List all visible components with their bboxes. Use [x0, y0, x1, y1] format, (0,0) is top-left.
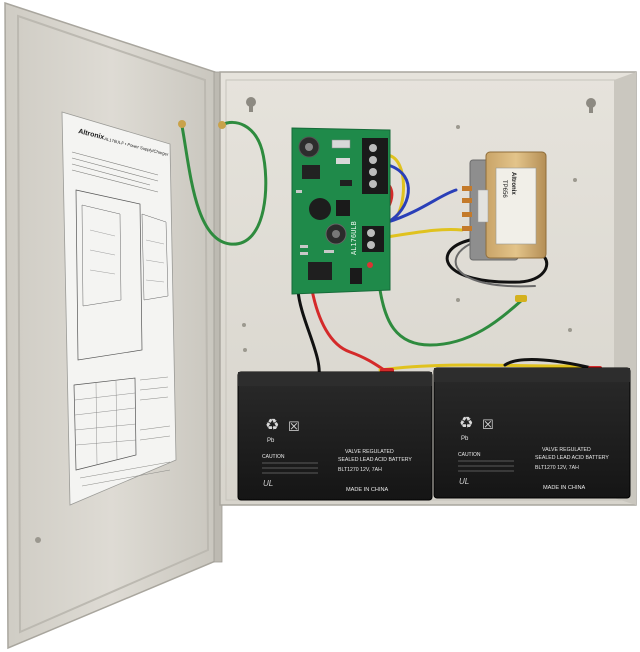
- transformer-model: TP656: [501, 180, 507, 198]
- battery-right-model: BLT1270 12V, 7AH: [535, 465, 579, 471]
- capacitor-mid: [309, 198, 331, 220]
- power-supply-board: AL176ULB: [291, 127, 391, 295]
- battery-left-ul-icon: UL: [263, 479, 273, 488]
- battery-right-recycle-icon: ♻: [459, 413, 473, 432]
- battery-left-pb: Pb: [267, 438, 275, 444]
- door-screw-hole: [35, 537, 41, 543]
- terminal-block-top: [362, 138, 388, 194]
- ground-lug-door: [178, 120, 186, 128]
- battery-left-bin-icon: ☒: [288, 420, 300, 435]
- battery-right-bin-icon: ☒: [482, 418, 494, 433]
- ground-wire: [180, 120, 268, 246]
- transformer-brand: Altronix: [510, 172, 516, 195]
- battery-left-type1: VALVE REGULATED: [345, 449, 394, 455]
- battery-left-origin: MADE IN CHINA: [346, 487, 389, 493]
- battery-left-type2: SEALED LEAD ACID BATTERY: [338, 457, 412, 463]
- battery-right-type2: SEALED LEAD ACID BATTERY: [535, 455, 609, 461]
- fuse: [331, 139, 351, 149]
- transformer: Altronix TP656: [462, 151, 547, 261]
- door-instruction-label: Altronix AL176ULF • Power Supply/Charger: [61, 111, 177, 506]
- heatsink: [336, 200, 350, 216]
- wiring: [296, 153, 607, 382]
- mounting-holes: [242, 125, 577, 352]
- battery-right: ♻ Pb ☒ CAUTION UL VALVE REGULATED SEALED…: [433, 367, 631, 499]
- battery-right-origin: MADE IN CHINA: [543, 485, 586, 491]
- terminal-block-bottom: [362, 226, 384, 252]
- battery-right-ul-icon: UL: [459, 477, 469, 486]
- battery-left-recycle-icon: ♻: [265, 415, 279, 434]
- battery-right-type1: VALVE REGULATED: [542, 447, 591, 453]
- status-led: [367, 262, 373, 268]
- transformer-label: [495, 167, 537, 245]
- battery-right-caution: CAUTION: [458, 452, 481, 458]
- ground-lug-body: [218, 121, 226, 129]
- battery-right-pb: Pb: [461, 436, 469, 442]
- battery-left: ♻ Pb ☒ CAUTION UL VALVE REGULATED SEALED…: [237, 371, 433, 501]
- keyhole-slot-right: [586, 98, 596, 113]
- pcb-label: AL176ULB: [350, 221, 358, 255]
- relay: [308, 262, 332, 280]
- battery-left-model: BLT1270 12V, 7AH: [338, 467, 382, 473]
- battery-left-caution: CAUTION: [262, 454, 285, 460]
- keyhole-slot-left: [246, 97, 256, 112]
- bridge-rectifier: [302, 165, 320, 179]
